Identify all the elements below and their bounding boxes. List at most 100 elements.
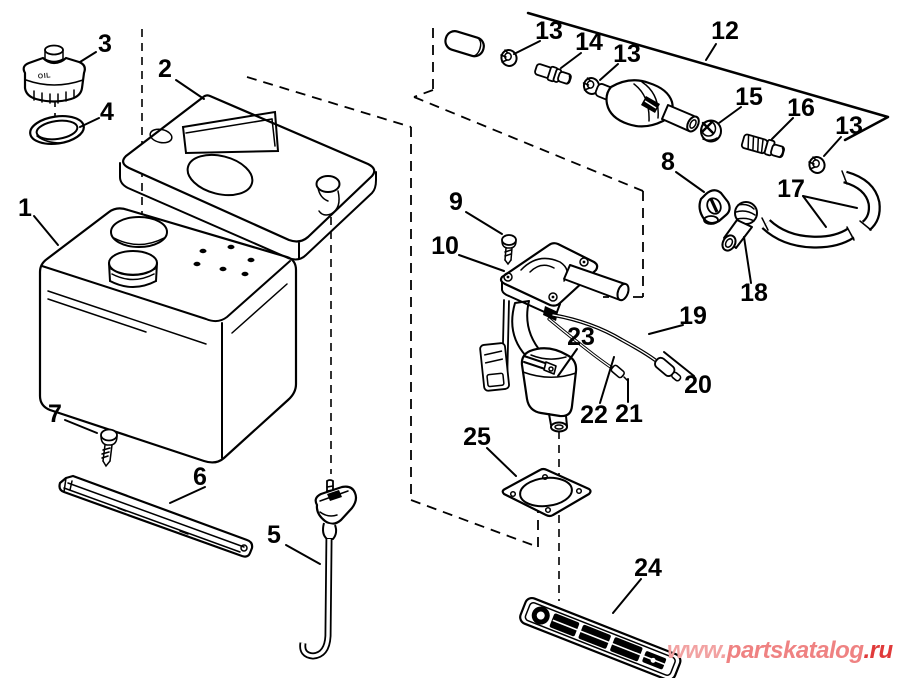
part-number-label: 21	[615, 400, 643, 428]
pickup-assembly-drawing	[479, 242, 682, 433]
plate-24-drawing	[519, 596, 682, 678]
part-callout-14-12: 14	[560, 28, 603, 69]
part-callout-18-18: 18	[740, 236, 768, 307]
part-number-label: 10	[431, 232, 459, 260]
leader-line	[823, 136, 842, 157]
leader-line	[743, 236, 752, 284]
elbow-18-drawing	[721, 201, 758, 252]
fitting-16-drawing	[740, 133, 785, 159]
cap-gasket-drawing	[29, 115, 85, 145]
part-callout-25-25: 25	[463, 423, 517, 477]
dipstick-drawing	[299, 479, 358, 660]
hose-piece-drawing	[444, 30, 485, 58]
gasket-25-drawing	[501, 467, 592, 518]
part-number-label: 15	[735, 83, 763, 111]
clamp-23-drawing	[523, 355, 557, 375]
part-callout-13-11: 13	[513, 17, 563, 55]
leader-line	[79, 117, 100, 128]
part-number-label: 13	[835, 112, 863, 140]
leader-line	[718, 106, 742, 124]
screw-7-drawing	[100, 428, 118, 468]
leader-line	[802, 195, 858, 209]
part-callout-7-6: 7	[48, 400, 98, 434]
leader-line	[771, 117, 794, 140]
leader-line	[169, 486, 206, 504]
part-callout-24-24: 24	[612, 554, 662, 614]
part-number-label: 22	[580, 401, 608, 429]
leader-line	[648, 324, 684, 335]
part-number-label: 8	[661, 148, 675, 176]
part-callout-16-15: 16	[771, 94, 815, 140]
leader-line	[513, 40, 541, 55]
part-number-label: 23	[567, 323, 595, 351]
screw-9-drawing	[501, 234, 517, 266]
assembly-boundary-box	[246, 76, 539, 548]
part-callout-4-3: 4	[79, 98, 114, 128]
leader-line	[458, 254, 505, 272]
leader-line	[802, 195, 827, 228]
leader-line	[64, 419, 98, 434]
part-callout-5-4: 5	[267, 521, 321, 565]
leader-line	[557, 348, 578, 377]
part-number-label: 13	[535, 17, 563, 45]
filler-cap-drawing: OIL	[22, 44, 86, 104]
part-number-label: 4	[100, 98, 114, 126]
tank-cover-drawing	[119, 94, 377, 261]
part-number-label: 3	[98, 30, 112, 58]
part-number-label: 18	[740, 279, 768, 307]
leader-line	[599, 63, 619, 81]
part-number-label: 9	[449, 188, 463, 216]
part-callout-20-20: 20	[663, 351, 712, 399]
leader-line	[33, 215, 59, 246]
clip-13a-drawing	[500, 49, 518, 67]
watermark-www: www.	[667, 637, 727, 664]
part-callout-19-19: 19	[648, 302, 707, 335]
leader-line	[175, 79, 205, 100]
leader-line	[560, 52, 582, 69]
leader-line	[599, 356, 615, 404]
leader-line	[79, 51, 97, 63]
leader-line	[285, 544, 321, 565]
part-number-label: 16	[787, 94, 815, 122]
part-number-label: 7	[48, 400, 62, 428]
part-number-label: 25	[463, 423, 491, 451]
part-callout-8-7: 8	[661, 148, 705, 193]
leader-line	[663, 351, 695, 377]
part-callout-15-14: 15	[718, 83, 763, 124]
part-callout-21-21: 21	[615, 378, 643, 428]
watermark-tld: .ru	[864, 637, 894, 664]
kit-boundary-box	[413, 11, 890, 298]
part-number-label: 17	[777, 175, 805, 203]
part-callout-13-13: 13	[599, 40, 641, 81]
watermark-domain: partskatalog	[726, 637, 865, 664]
part-callout-1-0: 1	[18, 194, 59, 246]
leader-line	[705, 43, 717, 61]
part-callout-9-8: 9	[449, 188, 503, 235]
cap-oil-marking: OIL	[38, 72, 52, 80]
part-number-label: 5	[267, 521, 281, 549]
part-callout-10-9: 10	[431, 232, 505, 272]
hose-17-drawing	[761, 170, 881, 249]
rail-bracket-drawing	[58, 474, 254, 558]
watermark-text: www.partskatalog.ru	[667, 637, 894, 664]
part-callout-22-22: 22	[580, 356, 615, 429]
part-number-label: 24	[634, 554, 662, 582]
nut-15-drawing	[700, 119, 722, 143]
part-number-label: 6	[193, 463, 207, 491]
leader-line	[612, 578, 642, 614]
oil-tank-drawing	[38, 207, 298, 464]
part-callout-3-2: 3	[79, 30, 112, 63]
leader-line	[486, 447, 517, 477]
leader-line	[675, 171, 705, 193]
wire-connector-drawing	[654, 356, 682, 382]
part-callout-17-17: 17	[777, 175, 858, 228]
part-callout-23-23: 23	[557, 323, 595, 377]
part-number-label: 14	[575, 28, 603, 56]
clip-13c-drawing	[808, 156, 826, 174]
part-number-label: 13	[613, 40, 641, 68]
fitting-14-drawing	[534, 63, 572, 85]
clip-13b-drawing	[582, 77, 601, 95]
part-callout-12-10: 12	[705, 17, 739, 61]
part-callout-6-5: 6	[169, 463, 207, 504]
